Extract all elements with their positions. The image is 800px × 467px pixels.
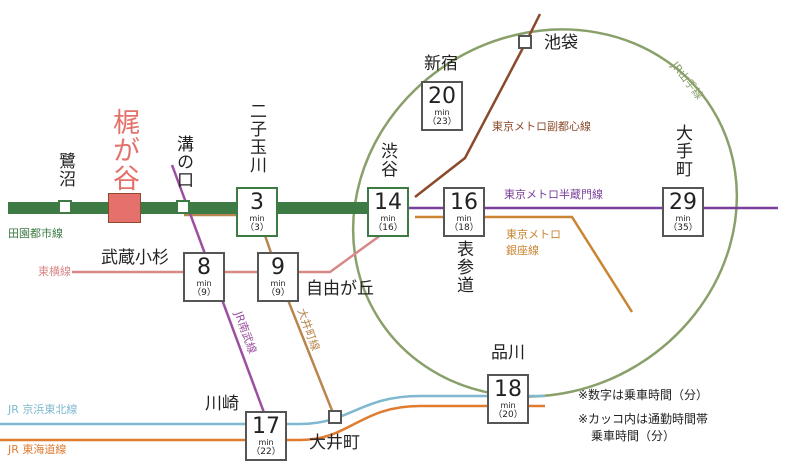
keihin-tohoku-line [0,394,545,426]
shinagawa-station-label: 品川 [491,343,525,363]
time-unit: min [196,279,212,288]
kawasaki-time-box: 17 min （22） [245,411,287,461]
futakotamagawa-time-box: 3 min （3） [236,187,278,237]
jiyugaoka-station-label: 自由が丘 [306,279,374,299]
rush-time: （9） [266,288,290,298]
rush-time: （3） [245,223,269,233]
shinjuku-time-box: 20 min （23） [421,81,463,131]
oimachi-station-label: 大井町 [309,433,360,453]
hanzomon-line-label: 東京メトロ半蔵門線 [504,188,603,201]
time-value: 20 [428,84,456,109]
rush-time: （22） [251,447,281,457]
note-ride-time: ※数字は乗車時間（分） [578,388,709,402]
time-value: 18 [494,377,522,402]
tokaido-line [0,404,545,442]
time-value: 16 [450,190,478,215]
note-rush-hour: ※カッコ内は通勤時間帯 [578,412,709,426]
kawasaki-station-label: 川崎 [205,394,239,414]
time-unit: min [456,214,472,223]
time-unit: min [270,279,286,288]
note-rush-hour-cont: 乗車時間（分） [591,429,676,443]
toyoko-line-label: 東横線 [38,265,71,278]
ginza-line-label-1: 東京メトロ [506,228,561,241]
keihin-tohoku-line-label: JR 京浜東北線 [8,403,78,416]
rush-time: （16） [373,223,403,233]
mizonokuchi-station-label: 溝の口 [173,135,193,189]
shinjuku-station-label: 新宿 [424,54,458,74]
shibuya-station-label: 渋谷 [377,142,397,178]
toyoko-line [72,230,386,274]
time-unit: min [675,214,691,223]
tokaido-line-label: JR 東海道線 [8,443,67,456]
musashikosugi-station-label: 武蔵小杉 [101,248,169,268]
oimachi-marker [328,410,342,424]
kajigaya-station-label: 梶が谷 [108,108,139,192]
den-en-toshi-line-label: 田園都市線 [8,227,63,240]
time-unit: min [500,401,516,410]
time-unit: min [434,108,450,117]
shibuya-time-box: 14 min （16） [367,187,409,237]
kajigaya-marker [108,193,141,223]
rush-time: （23） [427,117,457,127]
oimachi-line [184,213,337,419]
rush-time: （9） [192,288,216,298]
otemachi-time-box: 29 min （35） [662,187,704,237]
shinagawa-time-box: 18 min （20） [487,374,529,424]
time-value: 3 [250,190,264,215]
time-value: 17 [252,414,280,439]
jiyugaoka-time-box: 9 min （9） [257,252,299,302]
ginza-line-label-2: 銀座線 [506,244,539,257]
fukutoshin-line-label: 東京メトロ副都心線 [492,120,591,133]
time-unit: min [258,438,274,447]
saginuma-marker [58,200,72,214]
otemachi-station-label: 大手町 [672,124,692,178]
time-unit: min [249,214,265,223]
yamanote-line [351,28,739,398]
ikebukuro-station-label: 池袋 [544,33,578,53]
time-unit: min [380,214,396,223]
time-value: 9 [271,255,285,280]
rush-time: （18） [449,223,479,233]
futakotamagawa-station-label: 二子玉川 [246,102,266,174]
omotesando-station-label: 表参道 [453,240,473,294]
fukutoshin-line [414,13,542,198]
omotesando-time-box: 16 min （18） [443,187,485,237]
mizonokuchi-marker [176,200,190,214]
time-value: 29 [669,190,697,215]
time-value: 14 [374,190,402,215]
rush-time: （35） [668,223,698,233]
musashikosugi-time-box: 8 min （9） [183,252,225,302]
saginuma-station-label: 鷺沼 [55,152,75,188]
rush-time: （20） [493,410,523,420]
time-value: 8 [197,255,211,280]
ikebukuro-marker [518,35,532,49]
